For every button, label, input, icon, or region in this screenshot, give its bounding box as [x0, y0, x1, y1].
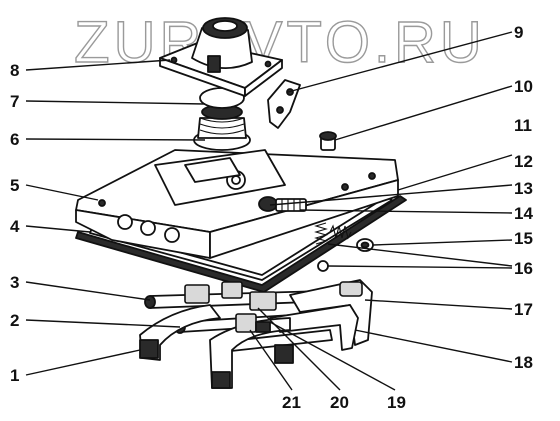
part-selector-blocks [184, 281, 277, 333]
callout-19: 19 [387, 393, 406, 412]
callout-5: 5 [10, 176, 19, 195]
part-fork-left [139, 304, 294, 389]
part-breather-vent [319, 131, 337, 151]
callout-7: 7 [10, 92, 19, 111]
callout-21: 21 [282, 393, 301, 412]
part-threaded-plug [275, 198, 307, 212]
callout-15: 15 [514, 229, 533, 248]
part-detent-spring [314, 222, 328, 245]
part-bracket [267, 79, 301, 129]
part-spring-and-boot [193, 87, 251, 151]
callout-10: 10 [514, 77, 533, 96]
part-cover-housing [75, 149, 399, 259]
callout-11: 11 [514, 116, 532, 135]
callout-3: 3 [10, 273, 19, 292]
callout-20: 20 [330, 393, 349, 412]
callout-9: 9 [514, 23, 523, 42]
callout-18: 18 [514, 353, 533, 372]
part-spring [329, 224, 352, 240]
callout-6: 6 [10, 130, 19, 149]
callout-12: 12 [514, 152, 533, 171]
callout-14: 14 [514, 204, 533, 223]
part-ball [317, 260, 329, 272]
callout-16: 16 [514, 259, 533, 278]
leader-lines [25, 31, 513, 391]
callout-2: 2 [10, 311, 19, 330]
callout-labels: 1 2 3 4 5 6 7 8 9 10 11 12 13 14 15 16 1… [10, 23, 533, 412]
callout-17: 17 [514, 300, 533, 319]
callout-4: 4 [10, 217, 20, 236]
callout-8: 8 [10, 61, 19, 80]
watermark-text: ZURAVTO.RU [74, 10, 486, 75]
callout-13: 13 [514, 179, 533, 198]
part-lever-top-plate [159, 17, 283, 97]
callout-1: 1 [10, 366, 19, 385]
